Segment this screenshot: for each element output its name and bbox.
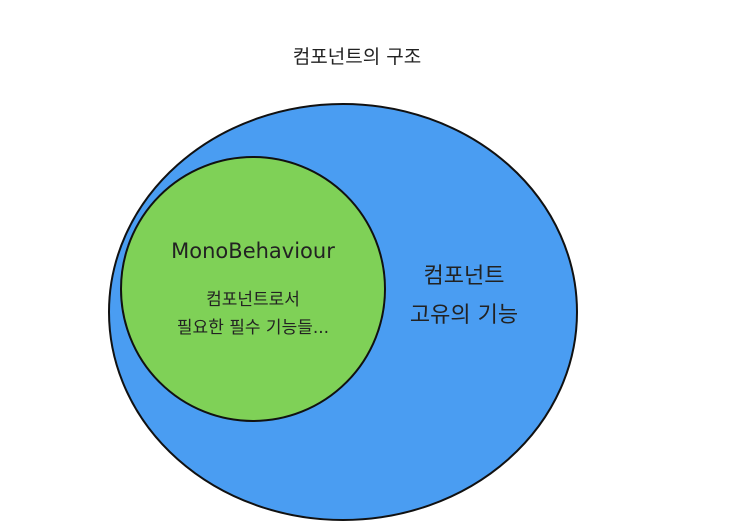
component-label-line2: 고유의 기능: [410, 303, 518, 328]
monobehaviour-desc-line1: 컴포넌트로서: [206, 290, 300, 310]
monobehaviour-desc-line2: 필요한 필수 기능들...: [177, 318, 329, 338]
diagram-title: 컴포넌트의 구조: [293, 46, 421, 68]
monobehaviour-title: MonoBehaviour: [171, 239, 335, 263]
component-label-line1: 컴포넌트: [424, 264, 505, 289]
monobehaviour-circle: [120, 156, 386, 422]
